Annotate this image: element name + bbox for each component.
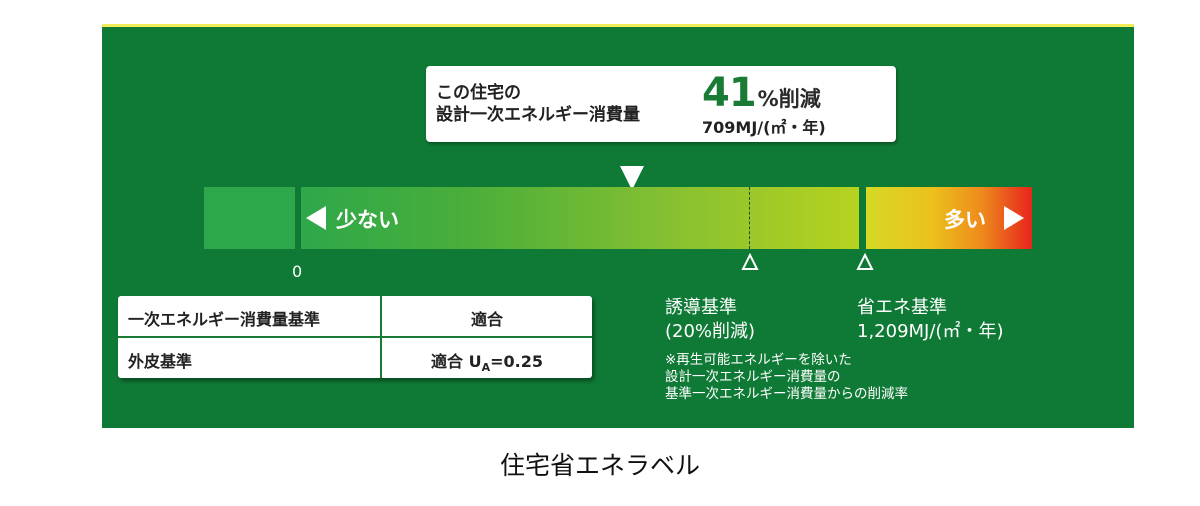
consumption-value: 709MJ/(㎡・年) — [702, 118, 826, 137]
energy-standard-title: 省エネ基準 — [857, 297, 947, 318]
scale-high-label: 多い — [944, 208, 986, 232]
table-row-key: 外皮基準 — [128, 352, 193, 371]
induction-standard-dashed-line — [749, 187, 750, 249]
caption: 住宅省エネラベル — [499, 451, 700, 480]
table-row: 一次エネルギー消費量基準 適合 — [118, 296, 592, 338]
footnote-line: ※再生可能エネルギーを除いた — [665, 352, 852, 368]
ua-suffix: =0.25 — [490, 352, 543, 371]
callout-line2: 設計一次エネルギー消費量 — [436, 105, 640, 125]
energy-standard-label: 省エネ基準 1,209MJ/(㎡・年) — [857, 296, 1003, 344]
scale-low-label: 少ない — [336, 208, 399, 232]
triangle-down-icon — [620, 166, 644, 190]
table-column-divider — [380, 296, 382, 378]
energy-standard-detail: 1,209MJ/(㎡・年) — [857, 321, 1004, 342]
ua-prefix: 適合 U — [431, 352, 482, 371]
reduction-percent-number: 41 — [702, 70, 757, 116]
footnote-line: 基準一次エネルギー消費量からの削減率 — [665, 386, 908, 402]
induction-standard-label: 誘導基準 (20%削減) — [665, 296, 755, 344]
energy-result-callout: この住宅の 設計一次エネルギー消費量 41%削減 709MJ/(㎡・年) — [426, 66, 896, 142]
scale-main-segment — [301, 187, 859, 249]
triangle-up-outline-icon — [741, 253, 759, 271]
panel-top-accent — [102, 24, 1134, 27]
triangle-up-outline-icon — [856, 253, 874, 271]
induction-standard-title: 誘導基準 — [665, 297, 737, 318]
table-row: 外皮基準 適合 UA=0.25 — [118, 338, 592, 378]
induction-standard-detail: (20%削減) — [665, 321, 756, 342]
triangle-left-icon — [306, 206, 326, 230]
callout-line1: この住宅の — [436, 83, 521, 103]
table-row-key: 一次エネルギー消費量基準 — [128, 310, 321, 329]
scale-zero-segment — [204, 187, 295, 249]
reduction-percent: 41%削減 — [702, 70, 821, 116]
scale-zero-label: 0 — [292, 262, 303, 281]
ua-subscript: A — [481, 361, 491, 375]
table-row-value: 適合 — [470, 310, 503, 329]
callout-label: この住宅の 設計一次エネルギー消費量 — [436, 82, 640, 126]
footnote-line: 設計一次エネルギー消費量の — [665, 369, 841, 385]
table-row-value: 適合 UA=0.25 — [382, 348, 592, 374]
triangle-right-icon — [1004, 206, 1024, 230]
reduction-percent-unit: %削減 — [757, 87, 821, 111]
footnote: ※再生可能エネルギーを除いた 設計一次エネルギー消費量の 基準一次エネルギー消費… — [665, 352, 908, 403]
compliance-table: 一次エネルギー消費量基準 適合 外皮基準 適合 UA=0.25 — [118, 296, 592, 378]
